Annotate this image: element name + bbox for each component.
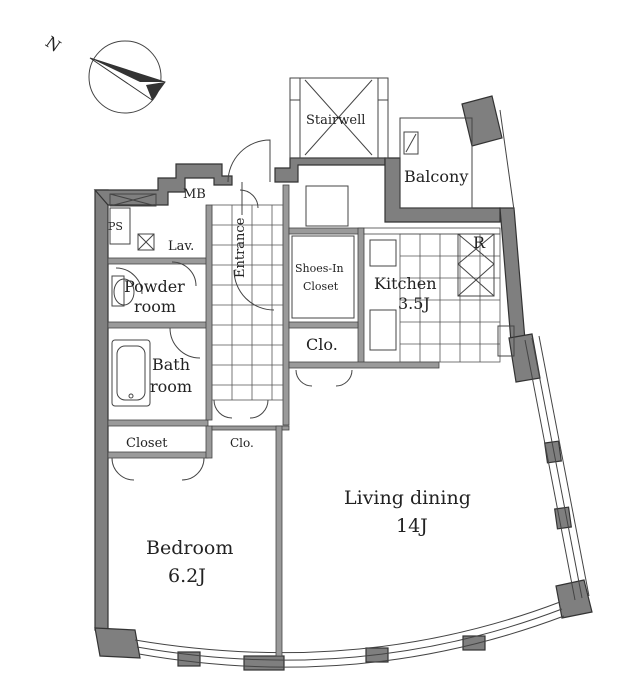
label-balcony: Balcony bbox=[404, 167, 468, 186]
label-closet: Closet bbox=[126, 436, 168, 451]
bathtub bbox=[111, 339, 151, 407]
label-living-dining: Living dining bbox=[344, 487, 471, 509]
label-bedroom: Bedroom bbox=[146, 537, 233, 559]
label-powder-room-1: Powder bbox=[124, 277, 185, 296]
doors bbox=[111, 139, 353, 481]
label-shoes-in-2: Closet bbox=[303, 280, 339, 293]
label-ps: PS bbox=[108, 220, 123, 233]
label-kitchen: Kitchen bbox=[374, 274, 437, 293]
compass: N bbox=[42, 32, 166, 114]
label-entrance: Entrance bbox=[233, 217, 248, 278]
label-bath-room-2: room bbox=[150, 377, 192, 396]
balcony-area bbox=[399, 117, 473, 209]
utility-fixtures bbox=[109, 193, 157, 251]
compass-north-label: N bbox=[42, 32, 64, 56]
label-powder-room-2: room bbox=[134, 297, 176, 316]
interior-walls bbox=[107, 184, 501, 657]
label-living-dining-size: 14J bbox=[396, 515, 428, 537]
label-bedroom-size: 6.2J bbox=[168, 565, 206, 587]
label-shoes-in-1: Shoes-In bbox=[295, 262, 344, 275]
toilet bbox=[111, 275, 135, 307]
north-arrow-icon bbox=[90, 58, 165, 82]
kitchen-floor-tiles bbox=[399, 233, 501, 363]
label-mb: MB bbox=[183, 187, 206, 202]
label-refrigerator: R bbox=[473, 233, 486, 252]
label-bath-room-1: Bath bbox=[152, 355, 190, 374]
windows bbox=[134, 109, 590, 668]
stairwell bbox=[289, 77, 389, 159]
entrance-floor-tiles bbox=[211, 204, 284, 401]
shoes-in-closet-outline bbox=[291, 185, 355, 319]
label-clo-hall: Clo. bbox=[230, 436, 254, 450]
label-lav: Lav. bbox=[168, 239, 194, 254]
label-stairwell: Stairwell bbox=[306, 113, 365, 128]
label-clo-kitchen: Clo. bbox=[306, 335, 338, 354]
kitchen-fixtures bbox=[369, 233, 515, 357]
label-kitchen-size: 3.5J bbox=[398, 294, 430, 313]
